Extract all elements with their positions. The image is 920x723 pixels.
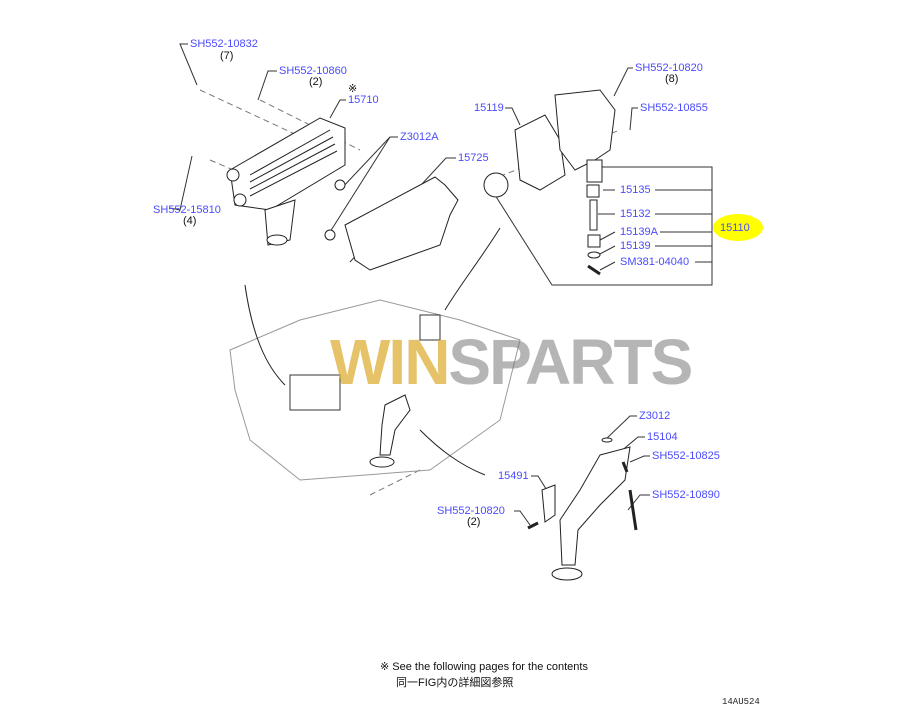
- callout-sh552-15810[interactable]: SH552-15810: [153, 204, 221, 216]
- watermark-part1: WIN: [330, 326, 450, 398]
- watermark-part2: SPARTS: [448, 326, 693, 398]
- qty-sh552-10820-bottom: (2): [467, 516, 481, 528]
- qty-sh552-10820-top: (8): [665, 73, 679, 85]
- arrows: [244, 227, 501, 476]
- oil-cooler: [226, 117, 346, 246]
- callout-sh552-10825[interactable]: SH552-10825: [652, 450, 720, 462]
- leader-lines: [169, 43, 713, 526]
- watermark: WINSPARTS: [330, 325, 693, 399]
- callout-15110[interactable]: 15110: [720, 222, 750, 234]
- qty-sh552-10860: (2): [309, 76, 323, 88]
- callout-15725[interactable]: 15725: [458, 152, 489, 164]
- strainer-small: [369, 394, 411, 468]
- qty-sh552-10832: (7): [220, 50, 234, 62]
- callout-z3012a[interactable]: Z3012A: [400, 131, 439, 143]
- callout-15104[interactable]: 15104: [647, 431, 678, 443]
- footnote-japanese: 同一FIG内の詳細図参照: [396, 677, 514, 689]
- callout-sm381-04040[interactable]: SM381-04040: [620, 256, 690, 268]
- callout-sh552-10860[interactable]: SH552-10860: [279, 65, 347, 77]
- callout-sh552-10820-bottom[interactable]: SH552-10820: [437, 505, 505, 517]
- oil-pump: [483, 89, 616, 276]
- callout-sh552-10820-top[interactable]: SH552-10820: [635, 62, 703, 74]
- gasket-15725: [344, 176, 459, 271]
- highlight-15110: [713, 214, 763, 241]
- note-mark-15710: ※: [348, 83, 358, 95]
- engine-outline: [229, 299, 521, 481]
- figure-code: 14AU524: [722, 697, 760, 707]
- callout-sh552-10832[interactable]: SH552-10832: [190, 38, 258, 50]
- qty-sh552-15810: (4): [183, 215, 197, 227]
- callout-15710[interactable]: 15710: [348, 94, 379, 106]
- callout-15132[interactable]: 15132: [620, 208, 651, 220]
- callout-15139[interactable]: 15139: [620, 240, 651, 252]
- callout-15491[interactable]: 15491: [498, 470, 529, 482]
- callout-15139a[interactable]: 15139A: [620, 226, 658, 238]
- oil-strainer: [527, 437, 638, 581]
- callout-sh552-10890[interactable]: SH552-10890: [652, 489, 720, 501]
- callout-15119[interactable]: 15119: [474, 102, 504, 114]
- footnote-english: ※ See the following pages for the conten…: [380, 661, 588, 673]
- callout-15135[interactable]: 15135: [620, 184, 651, 196]
- callout-sh552-10855[interactable]: SH552-10855: [640, 102, 708, 114]
- callout-z3012[interactable]: Z3012: [639, 410, 671, 422]
